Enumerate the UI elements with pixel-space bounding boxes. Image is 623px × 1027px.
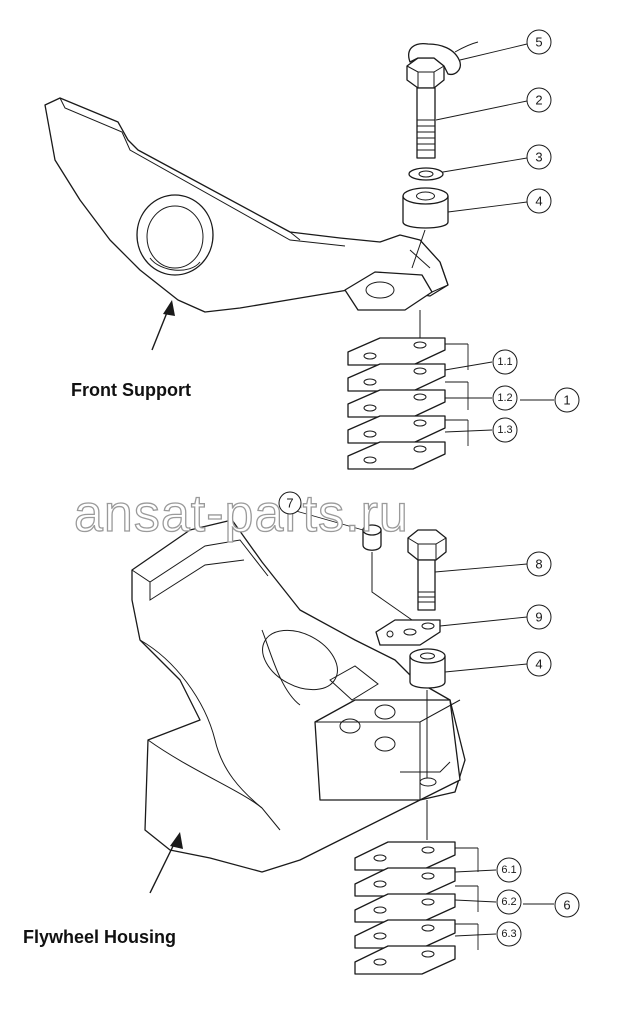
callout-1-1: 1.1 [492, 349, 518, 375]
shim-stack-part-1 [347, 310, 446, 470]
callout-label: 1.2 [497, 392, 512, 404]
callout-label: 1.3 [497, 424, 512, 436]
shim-plate [347, 415, 446, 444]
assembly-line-dowel [371, 552, 413, 621]
callout-6-3: 6.3 [496, 921, 522, 947]
shim-plate [354, 893, 456, 923]
callout-label: 1 [563, 393, 570, 408]
callout-label: 6.3 [501, 928, 516, 940]
front-support-bracket [44, 97, 449, 313]
shim-plate [347, 389, 446, 418]
washer-part-3 [408, 167, 444, 181]
callout-6-1: 6.1 [496, 857, 522, 883]
callout-6: 6 [554, 892, 580, 918]
callout-label: 6 [563, 898, 570, 913]
callout-label: 7 [286, 496, 293, 511]
callout-4-upper: 4 [526, 188, 552, 214]
front-support-label: Front Support [71, 380, 191, 400]
spacer-part-4-lower [409, 648, 446, 689]
shim-plate [354, 867, 456, 897]
lock-plate-part-9 [375, 619, 441, 646]
shim-plate [347, 337, 446, 366]
leader-lines [295, 43, 554, 950]
callout-label: 4 [535, 657, 542, 672]
callout-6-2: 6.2 [496, 889, 522, 915]
callout-label: 9 [535, 610, 542, 625]
bolt-part-8 [407, 529, 447, 611]
arrow-front-support [151, 300, 175, 351]
callout-9: 9 [526, 604, 552, 630]
shim-stack-part-6 [354, 841, 456, 975]
callout-label: 6.2 [501, 896, 516, 908]
flywheel-housing-label: Flywheel Housing [23, 927, 176, 947]
callout-1-2: 1.2 [492, 385, 518, 411]
callout-label: 6.1 [501, 864, 516, 876]
callout-5: 5 [526, 29, 552, 55]
callout-4-lower: 4 [526, 651, 552, 677]
callout-label: 3 [535, 150, 542, 165]
dowel-part-7 [362, 524, 382, 551]
callout-label: 1.1 [497, 356, 512, 368]
callout-2: 2 [526, 87, 552, 113]
watermark: ansat-parts.ru [74, 485, 409, 543]
spacer-part-4-upper [402, 187, 449, 229]
callout-label: 2 [535, 93, 542, 108]
callout-1-3: 1.3 [492, 417, 518, 443]
callout-7: 7 [278, 491, 302, 515]
callout-label: 4 [535, 194, 542, 209]
callout-8: 8 [526, 551, 552, 577]
bolt-part-2 [406, 57, 445, 159]
arrow-flywheel-housing [149, 832, 183, 894]
flywheel-housing [131, 519, 466, 873]
callout-label: 8 [535, 557, 542, 572]
shim-plate [347, 441, 446, 470]
lock-tab-part-5 [408, 41, 479, 76]
shim-plate [354, 919, 456, 949]
shim-plate [347, 363, 446, 392]
shim-plate [354, 841, 456, 871]
callout-label: 5 [535, 35, 542, 50]
callout-3: 3 [526, 144, 552, 170]
shim-plate [354, 945, 456, 975]
assembly-line-upper [411, 229, 426, 269]
callout-1: 1 [554, 387, 580, 413]
